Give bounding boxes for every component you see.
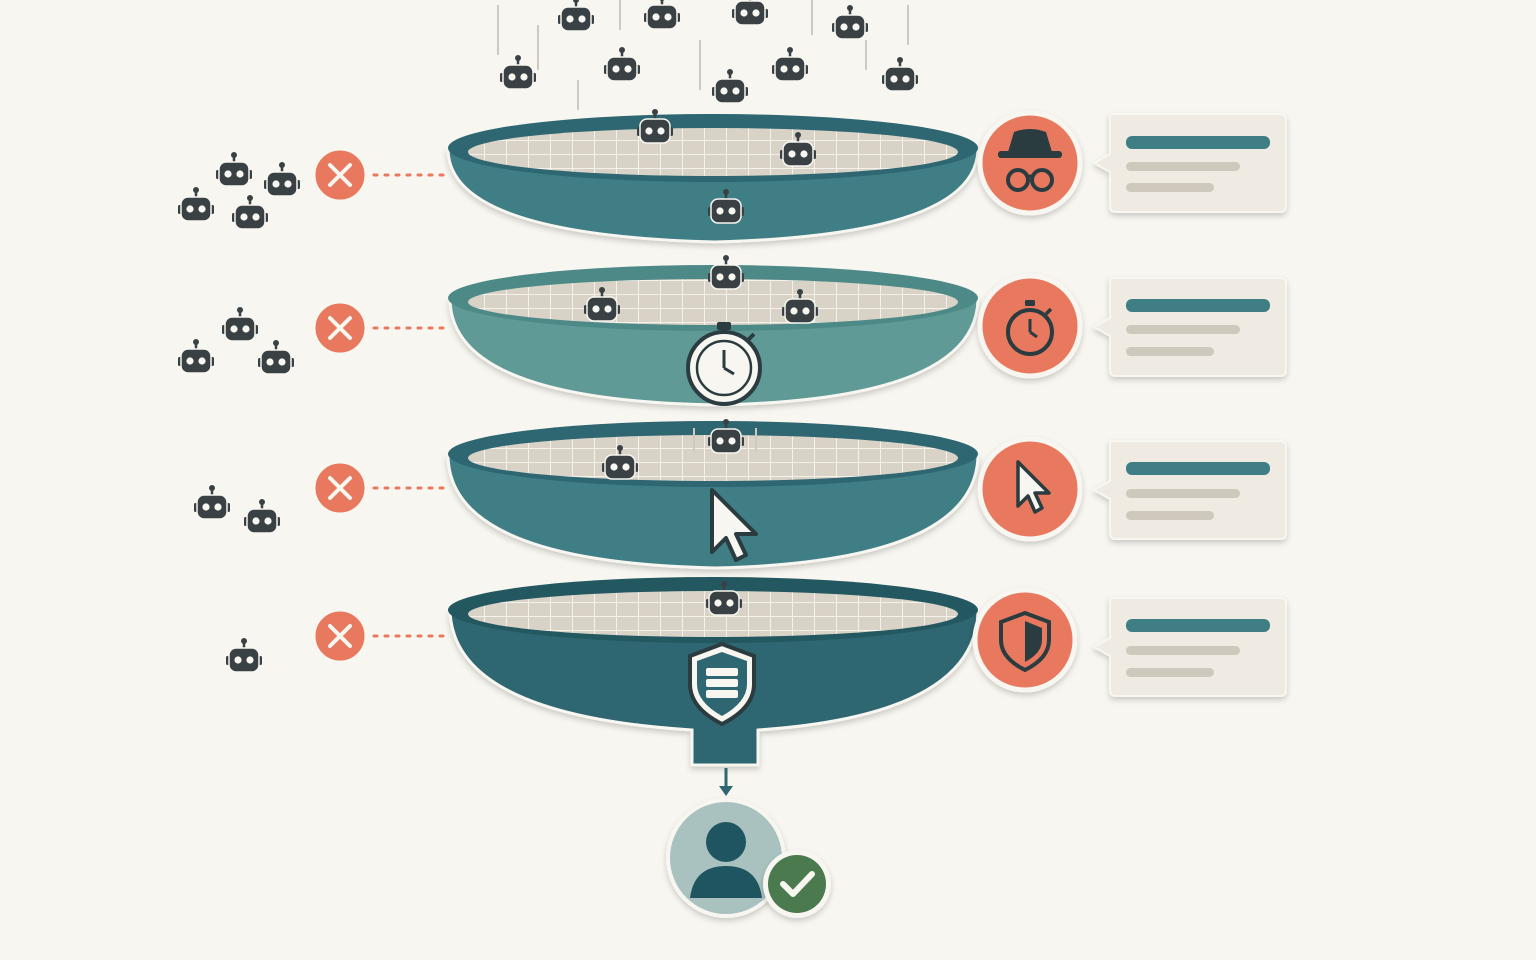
card-line [1126,619,1270,632]
filter-badge-3 [977,436,1083,542]
rejected-cluster-1 [176,150,302,231]
rejected-cluster-3 [192,483,282,535]
rejected-cluster-4 [224,636,264,674]
robot-icon [556,0,596,33]
robot-icon [730,0,770,27]
card-line [1126,183,1214,192]
robot-icon [635,107,675,145]
filter-stage-3 [446,417,980,570]
robot-icon [242,497,282,535]
card-line [1126,162,1240,171]
incognito-icon [998,129,1062,192]
cursor-icon [1016,460,1051,514]
checkmark-icon [763,850,831,918]
rejected-cluster-2 [176,305,296,376]
filter-badge-2 [977,273,1083,379]
card-line [1126,462,1270,475]
robot-icon [830,3,870,41]
server-shield-icon [688,641,756,727]
description-cards [1091,113,1287,697]
reject-marker-2 [312,300,368,356]
reject-marker-1 [312,147,368,203]
robot-icon [262,160,302,198]
shield-icon [999,610,1051,673]
card-line [1126,646,1240,655]
robot-icon [176,337,216,375]
cursor-icon [710,488,758,562]
filter-stage-4 [448,577,980,767]
card-line [1126,325,1240,334]
robot-icon [256,338,296,376]
robot-icon [602,45,642,83]
close-icon [328,316,352,340]
filter-badge-1 [977,110,1083,216]
reject-marker-4 [312,608,368,664]
stopwatch-icon [686,322,762,406]
falling-streaks [497,0,909,110]
output-arrow [719,768,733,796]
filter-stage-2 [448,253,980,407]
reject-connectors [372,173,450,638]
card-line [1126,299,1270,312]
robot-icon [220,305,260,343]
card-line [1126,136,1270,149]
robot-icon [642,0,682,31]
stopwatch-icon [1006,300,1054,356]
card-line [1126,489,1240,498]
card-line [1126,511,1214,520]
robot-icon [230,193,270,231]
close-icon [328,163,352,187]
robot-icon [498,53,538,91]
robot-icon [710,67,750,105]
robot-icon [214,150,254,188]
close-icon [328,476,352,500]
falling-robots [498,0,920,105]
card-line [1126,668,1214,677]
filter-stage-1 [446,107,980,244]
close-icon [328,624,352,648]
robot-icon [224,636,264,674]
robot-icon [176,185,216,223]
filter-badge-4 [972,587,1078,693]
card-line [1126,347,1214,356]
robot-icon [192,483,232,521]
robot-icon [706,253,746,291]
robot-icon [880,55,920,93]
reject-marker-3 [312,460,368,516]
robot-icon [770,45,810,83]
